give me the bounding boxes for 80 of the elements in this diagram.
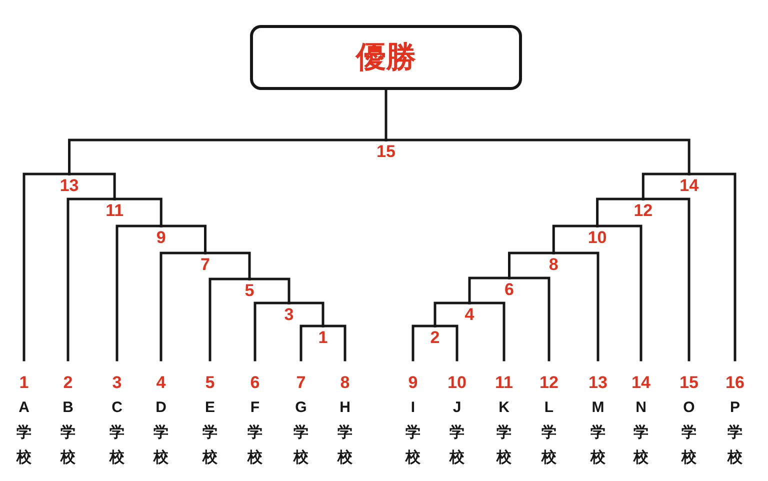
school-name: L学校 <box>542 398 556 468</box>
school-name: I学校 <box>406 398 420 468</box>
school-name: F学校 <box>248 398 262 468</box>
match-number: 3 <box>284 306 294 324</box>
bracket-line <box>468 276 510 304</box>
seed-number: 3 <box>112 374 122 392</box>
bracket-line <box>508 276 550 362</box>
bracket-line <box>300 324 324 362</box>
bracket-line <box>68 172 116 200</box>
seed-number: 9 <box>408 374 418 392</box>
match-number: 9 <box>156 229 166 247</box>
bracket-line <box>113 198 162 228</box>
seed-number: 11 <box>495 374 513 392</box>
school-name: N学校 <box>634 398 648 468</box>
school-name: J学校 <box>450 398 464 468</box>
bracket-line <box>160 252 206 362</box>
seed-number: 16 <box>726 374 744 392</box>
bracket-line <box>288 302 324 328</box>
bracket-line <box>248 278 290 304</box>
bracket-line <box>384 88 388 142</box>
seed-number: 7 <box>296 374 306 392</box>
match-number: 2 <box>430 329 440 347</box>
bracket-line <box>642 198 690 362</box>
school-name: C学校 <box>110 398 124 468</box>
school-name: G学校 <box>294 398 308 468</box>
match-number: 13 <box>60 177 79 195</box>
match-number: 5 <box>244 282 254 300</box>
bracket-line <box>434 302 471 328</box>
bracket-line <box>596 198 644 228</box>
seed-number: 4 <box>156 374 166 392</box>
match-number: 4 <box>464 306 474 324</box>
school-name: K学校 <box>496 398 512 468</box>
school-name: O学校 <box>682 398 696 468</box>
bracket-line <box>322 324 346 362</box>
bracket-line <box>66 198 116 362</box>
match-number: 11 <box>106 202 124 220</box>
bracket-line <box>68 138 388 176</box>
bracket-line <box>22 172 71 362</box>
seed-number: 10 <box>448 374 466 392</box>
school-name: A学校 <box>16 398 32 468</box>
school-name: M学校 <box>590 398 606 468</box>
bracket-line <box>412 324 436 362</box>
winner-title: 優勝 <box>356 40 416 74</box>
match-number: 15 <box>376 143 396 161</box>
seed-number: 8 <box>340 374 350 392</box>
seed-number: 5 <box>205 374 215 392</box>
bracket-line <box>434 324 458 362</box>
school-name: B学校 <box>60 398 76 468</box>
bracket-line <box>596 224 642 362</box>
seed-number: 13 <box>588 374 608 392</box>
seed-number: 2 <box>63 374 73 392</box>
school-name: H学校 <box>338 398 352 468</box>
bracket-line <box>116 224 162 362</box>
match-number: 10 <box>588 229 607 247</box>
seed-number: 12 <box>540 374 558 392</box>
bracket-line <box>642 172 690 200</box>
seed-number: 1 <box>19 374 29 392</box>
match-number: 12 <box>634 202 653 220</box>
bracket-line <box>384 138 690 176</box>
seed-number: 14 <box>632 374 650 392</box>
winner-box <box>250 25 522 90</box>
school-name: E学校 <box>202 398 218 468</box>
bracket-line <box>468 302 506 362</box>
school-name: P学校 <box>728 398 742 468</box>
match-number: 14 <box>680 177 699 195</box>
seed-number: 15 <box>680 374 698 392</box>
seed-number: 6 <box>250 374 260 392</box>
bracket-line <box>552 224 599 254</box>
bracket-line <box>208 278 251 362</box>
match-number: 1 <box>318 329 328 347</box>
match-number: 8 <box>548 256 558 274</box>
bracket-line <box>688 172 736 362</box>
match-number: 7 <box>200 256 210 274</box>
school-name: D学校 <box>154 398 168 468</box>
bracket-line <box>508 252 555 280</box>
bracket-line <box>552 252 600 362</box>
bracket-line <box>160 224 206 254</box>
bracket-line <box>204 252 251 280</box>
match-number: 6 <box>504 281 514 299</box>
bracket-line <box>254 302 290 362</box>
